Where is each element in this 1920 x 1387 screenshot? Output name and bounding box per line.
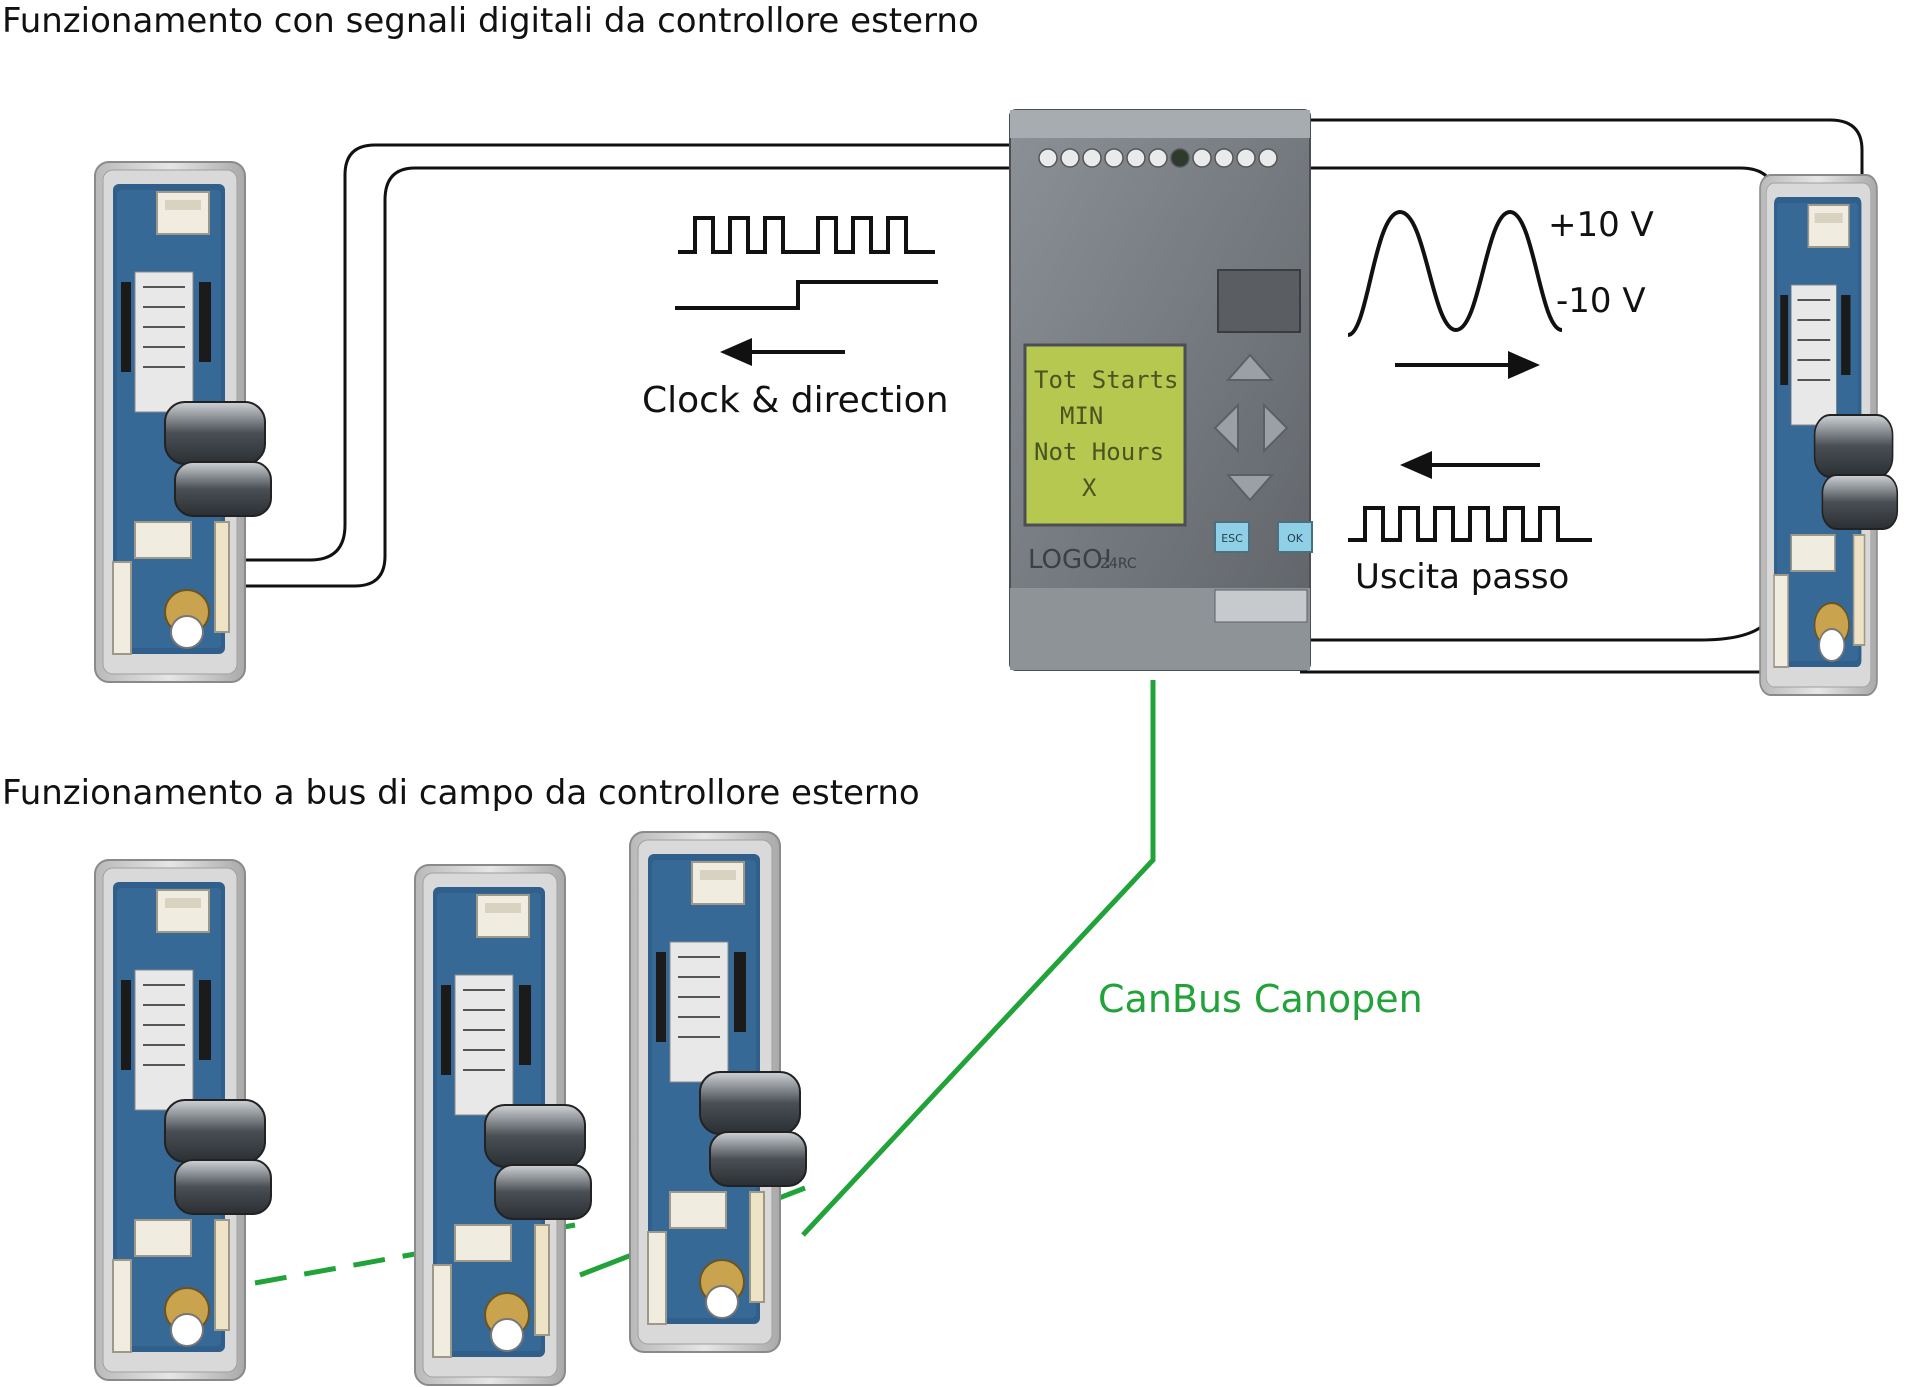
plc-esc-label: ESC bbox=[1221, 532, 1243, 545]
canbus-main bbox=[801, 680, 1156, 1237]
plc-dpad bbox=[1213, 353, 1289, 502]
plc-display bbox=[1023, 343, 1187, 527]
arrow-up-icon bbox=[1225, 353, 1275, 381]
arrow-left-icon bbox=[1213, 402, 1239, 454]
servo-driver-top-right bbox=[1759, 174, 1899, 696]
canbus-label: CanBus Canopen bbox=[1098, 977, 1423, 1021]
step-output-label: Uscita passo bbox=[1355, 557, 1569, 597]
clock-signal-waveform bbox=[678, 216, 935, 254]
servo-driver-top-left bbox=[94, 161, 272, 683]
wire-right-mid bbox=[1300, 166, 1777, 232]
plus-voltage-label: +10 V bbox=[1548, 205, 1654, 245]
analog-sine-waveform bbox=[1347, 209, 1563, 337]
arrow-right-icon bbox=[1395, 351, 1540, 379]
arrow-right-icon bbox=[1263, 402, 1289, 454]
direction-signal-waveform bbox=[675, 280, 938, 310]
plc-display-line-2: MIN bbox=[1060, 402, 1103, 430]
plc-ok-label: OK bbox=[1287, 532, 1304, 545]
plc-model: 24RC bbox=[1100, 556, 1137, 572]
wire-right-bottom-1 bbox=[1300, 599, 1777, 642]
wire-left-1 bbox=[140, 143, 1015, 562]
plc-ok-button bbox=[1277, 521, 1313, 553]
plc-controller: Tot Starts MIN Not Hours X ESC OK LOGO! … bbox=[1009, 109, 1313, 671]
signal-wires bbox=[140, 118, 1864, 674]
plc-display-line-1: Tot Starts bbox=[1034, 366, 1179, 394]
plc-logo: LOGO! bbox=[1028, 545, 1113, 575]
servo-driver-bus-2 bbox=[414, 864, 592, 1386]
plc-display-line-4: X bbox=[1082, 474, 1097, 502]
terminal-row bbox=[1038, 148, 1278, 168]
arrow-left-icon bbox=[720, 338, 845, 366]
servo-driver-bus-3 bbox=[629, 831, 807, 1353]
arrow-left-icon bbox=[1400, 451, 1540, 479]
plc-esc-button bbox=[1214, 521, 1250, 553]
arrow-down-icon bbox=[1225, 474, 1275, 502]
wire-left-2 bbox=[140, 166, 1015, 588]
fieldbus-mode-title: Funzionamento a bus di campo da controll… bbox=[2, 773, 920, 813]
clock-direction-label: Clock & direction bbox=[642, 380, 949, 421]
minus-voltage-label: -10 V bbox=[1556, 281, 1646, 321]
digital-mode-title: Funzionamento con segnali digitali da co… bbox=[2, 1, 979, 41]
plc-display-line-3: Not Hours bbox=[1034, 438, 1164, 466]
wire-right-top bbox=[1300, 118, 1864, 200]
step-output-waveform bbox=[1348, 506, 1592, 542]
servo-driver-bus-1 bbox=[94, 859, 272, 1381]
